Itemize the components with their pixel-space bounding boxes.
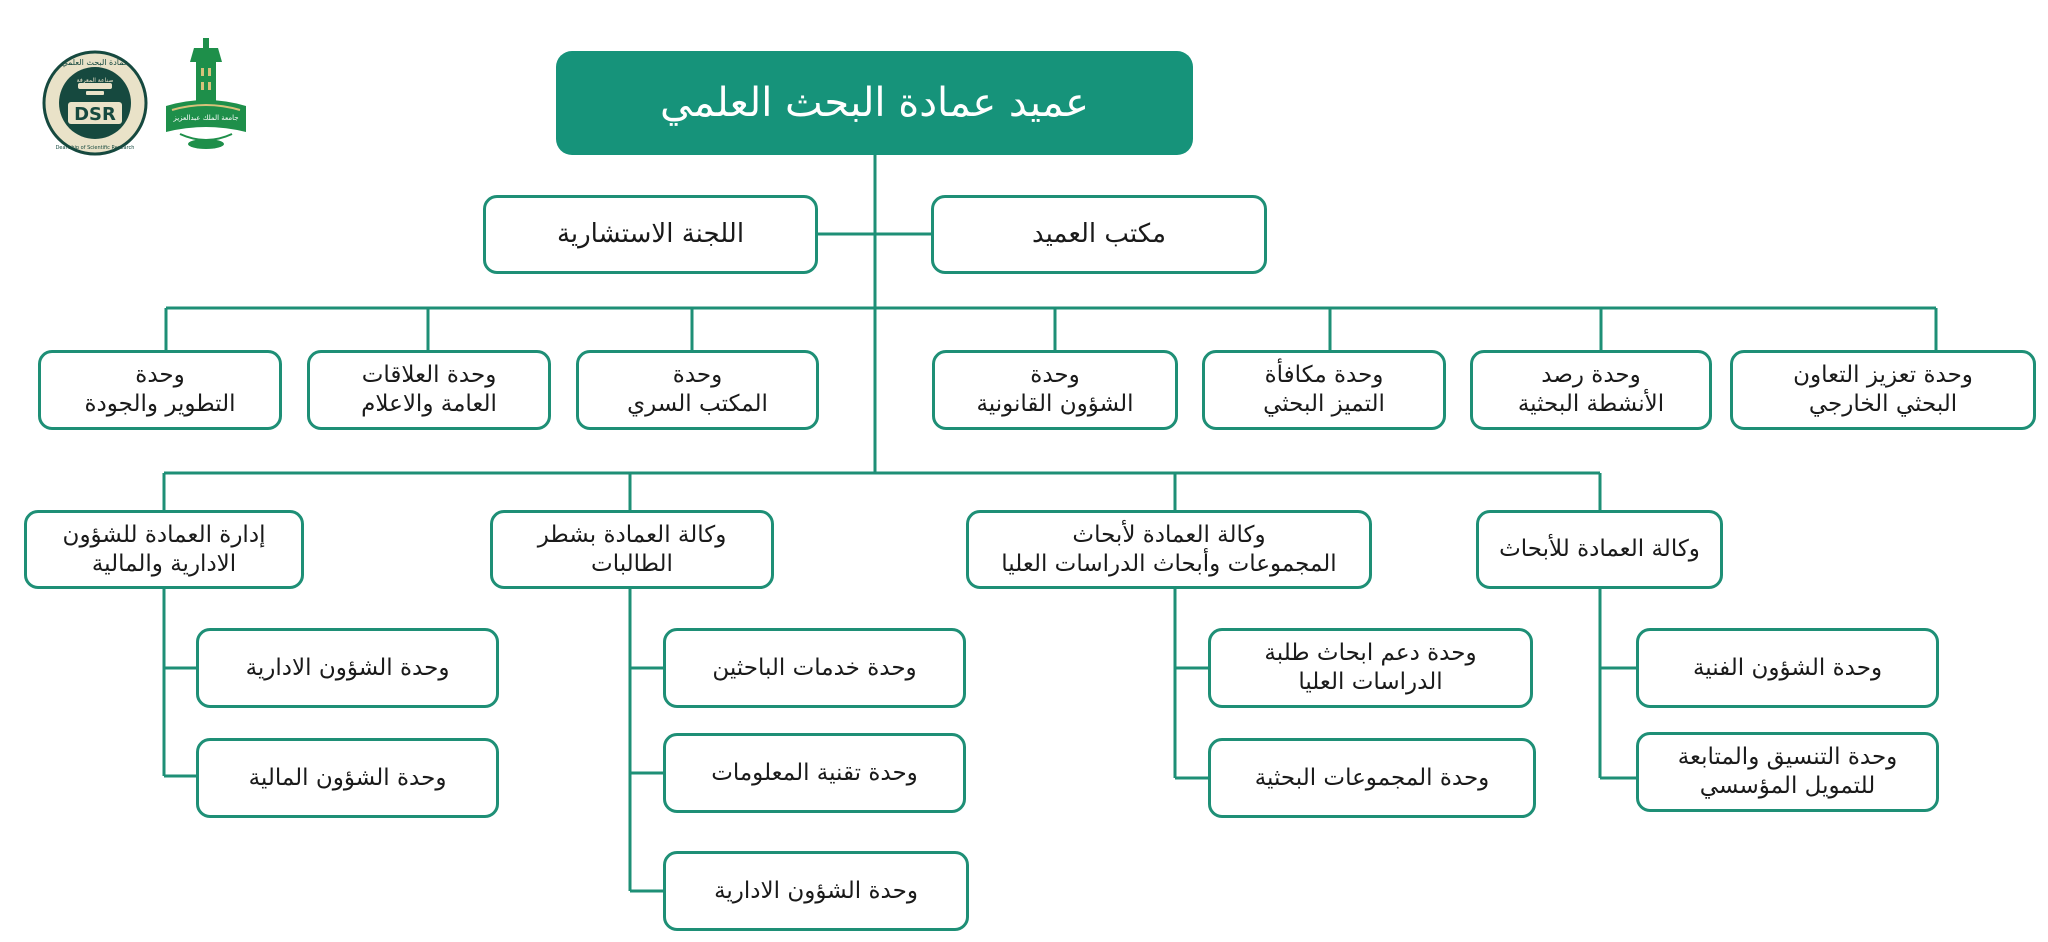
branch-label: وكالة العمادة بشطر الطالبات bbox=[537, 521, 727, 577]
dsr-name: عمادة البحث العلمي bbox=[61, 58, 128, 67]
university-logo: جامعة الملك عبدالعزيز bbox=[166, 38, 246, 149]
unit-label: وحدة مكافأة التميز البحثي bbox=[1263, 362, 1385, 417]
child-unit-label: وحدة التنسيق والمتابعة للتمويل المؤسسي bbox=[1677, 744, 1898, 799]
unit-node: وحدة التطوير والجودة bbox=[38, 350, 282, 430]
dsr-logo: صناعة المعرفة DSR عمادة البحث العلمي Dea… bbox=[42, 50, 148, 156]
child-unit-node: وحدة تقنية المعلومات bbox=[663, 733, 966, 813]
unit-label: وحدة رصد الأنشطة البحثية bbox=[1517, 362, 1665, 417]
dean-office-label: مكتب العميد bbox=[1031, 219, 1167, 249]
child-unit-label: وحدة خدمات الباحثين bbox=[712, 654, 917, 681]
dean-office-node: مكتب العميد bbox=[931, 195, 1267, 274]
child-unit-node: وحدة الشؤون الفنية bbox=[1636, 628, 1939, 708]
branch-label: وكالة العمادة للأبحاث bbox=[1499, 536, 1700, 562]
dsr-text: DSR bbox=[74, 104, 116, 125]
child-unit-label: وحدة الشؤون الفنية bbox=[1692, 654, 1883, 681]
branch-label: وكالة العمادة لأبحاث المجموعات وأبحاث ال… bbox=[1001, 521, 1337, 577]
unit-label: وحدة المكتب السري bbox=[627, 362, 768, 417]
chart-head-label: عميد عمادة البحث العلمي bbox=[660, 80, 1089, 126]
child-unit-label: وحدة الشؤون الادارية bbox=[714, 877, 918, 904]
child-unit-label: وحدة المجموعات البحثية bbox=[1254, 764, 1490, 791]
child-unit-node: وحدة الشؤون الادارية bbox=[196, 628, 499, 708]
dsr-tagline: صناعة المعرفة bbox=[77, 77, 114, 84]
child-unit-node: وحدة التنسيق والمتابعة للتمويل المؤسسي bbox=[1636, 732, 1939, 812]
chart-head: عميد عمادة البحث العلمي bbox=[556, 51, 1193, 155]
branch-node: وكالة العمادة لأبحاث المجموعات وأبحاث ال… bbox=[966, 510, 1372, 589]
child-unit-node: وحدة المجموعات البحثية bbox=[1208, 738, 1536, 818]
dsr-name-en: Deanship of Scientific Research bbox=[56, 145, 135, 151]
unit-label: وحدة العلاقات العامة والاعلام bbox=[361, 362, 497, 417]
child-unit-node: وحدة الشؤون الادارية bbox=[663, 851, 969, 931]
branch-node: وكالة العمادة بشطر الطالبات bbox=[490, 510, 774, 589]
unit-node: وحدة العلاقات العامة والاعلام bbox=[307, 350, 551, 430]
branch-label: إدارة العمادة للشؤون الادارية والمالية bbox=[62, 521, 266, 577]
child-unit-node: وحدة دعم ابحاث طلبة الدراسات العليا bbox=[1208, 628, 1533, 708]
child-unit-node: وحدة الشؤون المالية bbox=[196, 738, 499, 818]
child-unit-label: وحدة تقنية المعلومات bbox=[711, 759, 918, 786]
unit-label: وحدة الشؤون القانونية bbox=[976, 362, 1134, 417]
child-unit-label: وحدة دعم ابحاث طلبة الدراسات العليا bbox=[1264, 640, 1477, 695]
child-unit-label: وحدة الشؤون المالية bbox=[248, 764, 447, 791]
branch-node: إدارة العمادة للشؤون الادارية والمالية bbox=[24, 510, 304, 589]
child-unit-node: وحدة خدمات الباحثين bbox=[663, 628, 966, 708]
advisory-committee-label: اللجنة الاستشارية bbox=[556, 219, 745, 249]
university-name: جامعة الملك عبدالعزيز bbox=[172, 114, 238, 122]
child-unit-label: وحدة الشؤون الادارية bbox=[245, 654, 450, 681]
unit-label: وحدة تعزيز التعاون البحثي الخارجي bbox=[1793, 362, 1973, 417]
unit-node: وحدة المكتب السري bbox=[576, 350, 819, 430]
unit-node: وحدة مكافأة التميز البحثي bbox=[1202, 350, 1446, 430]
unit-node: وحدة رصد الأنشطة البحثية bbox=[1470, 350, 1712, 430]
unit-label: وحدة التطوير والجودة bbox=[84, 362, 236, 417]
unit-node: وحدة تعزيز التعاون البحثي الخارجي bbox=[1730, 350, 2036, 430]
advisory-committee-node: اللجنة الاستشارية bbox=[483, 195, 818, 274]
branch-node: وكالة العمادة للأبحاث bbox=[1476, 510, 1723, 589]
unit-node: وحدة الشؤون القانونية bbox=[932, 350, 1178, 430]
